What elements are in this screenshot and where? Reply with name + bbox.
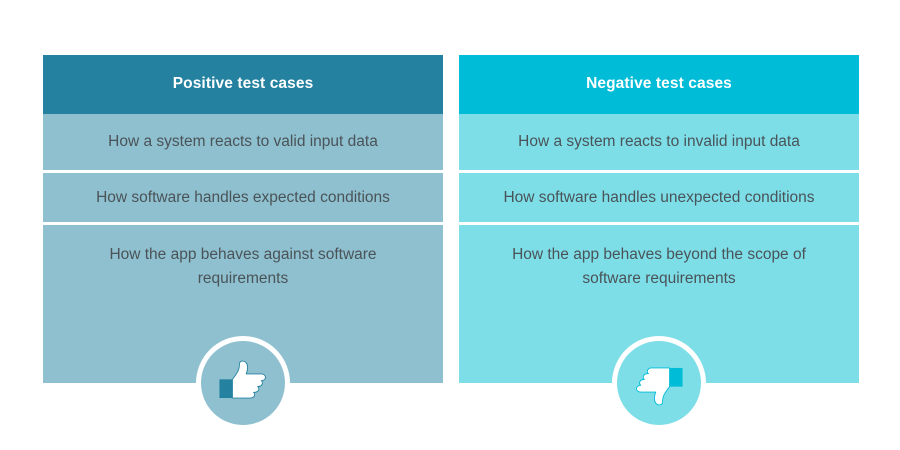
panel-positive-test-cases: Positive test cases How a system reacts … xyxy=(43,55,443,383)
list-item: How software handles expected conditions xyxy=(43,173,443,225)
list-item: How a system reacts to invalid input dat… xyxy=(459,114,859,173)
thumbs-down-icon xyxy=(636,367,683,406)
panel-positive-rows: How a system reacts to valid input data … xyxy=(43,114,443,383)
badge-positive xyxy=(196,336,290,430)
panel-positive-title: Positive test cases xyxy=(172,75,314,93)
thumbs-up-icon xyxy=(219,360,266,399)
panel-negative-test-cases: Negative test cases How a system reacts … xyxy=(459,55,859,383)
list-item-text: How the app behaves beyond the scope of … xyxy=(512,246,806,287)
badge-negative xyxy=(612,336,706,430)
panel-negative-rows: How a system reacts to invalid input dat… xyxy=(459,114,859,383)
panel-negative-header: Negative test cases xyxy=(459,55,859,114)
list-item-text: How a system reacts to valid input data xyxy=(108,133,378,150)
list-item: How the app behaves against software req… xyxy=(43,225,443,383)
panel-negative-title: Negative test cases xyxy=(586,75,732,93)
list-item-text: How the app behaves against software req… xyxy=(109,246,377,287)
list-item: How a system reacts to valid input data xyxy=(43,114,443,173)
list-item-text: How software handles expected conditions xyxy=(96,188,390,206)
panel-positive-header: Positive test cases xyxy=(43,55,443,114)
list-item-text: How software handles unexpected conditio… xyxy=(503,188,815,206)
list-item-text: How a system reacts to invalid input dat… xyxy=(518,133,800,150)
list-item: How software handles unexpected conditio… xyxy=(459,173,859,225)
list-item: How the app behaves beyond the scope of … xyxy=(459,225,859,383)
